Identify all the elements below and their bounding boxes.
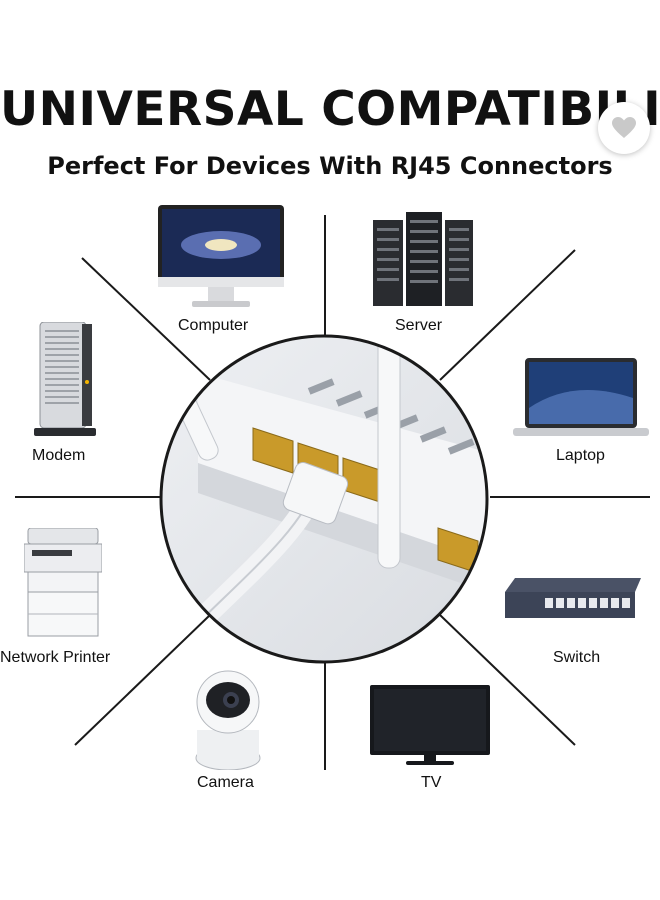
line-bottom-right xyxy=(439,614,576,746)
printer-icon xyxy=(24,528,102,637)
switch-icon xyxy=(505,578,641,618)
label-computer: Computer xyxy=(178,317,249,334)
label-switch: Switch xyxy=(553,649,601,666)
wishlist-button[interactable] xyxy=(598,102,650,154)
label-network-printer: Network Printer xyxy=(0,649,111,666)
page-subtitle: Perfect For Devices With RJ45 Connectors xyxy=(47,152,613,180)
laptop-icon xyxy=(513,358,649,436)
label-modem: Modem xyxy=(32,447,86,464)
camera-icon xyxy=(195,670,261,770)
server-icon xyxy=(373,212,473,306)
line-bottom-left xyxy=(74,614,211,746)
modem-icon xyxy=(34,322,96,436)
router-image xyxy=(159,334,489,664)
label-camera: Camera xyxy=(197,774,254,791)
line-top-left xyxy=(81,257,211,381)
label-laptop: Laptop xyxy=(556,447,605,464)
computer-icon xyxy=(158,205,284,307)
tv-icon xyxy=(370,685,490,765)
heart-icon xyxy=(612,117,636,138)
label-server: Server xyxy=(395,317,443,334)
line-top-right xyxy=(439,249,576,381)
page-title: UNIVERSAL COMPATIBILI xyxy=(0,82,660,137)
label-tv: TV xyxy=(421,774,442,791)
